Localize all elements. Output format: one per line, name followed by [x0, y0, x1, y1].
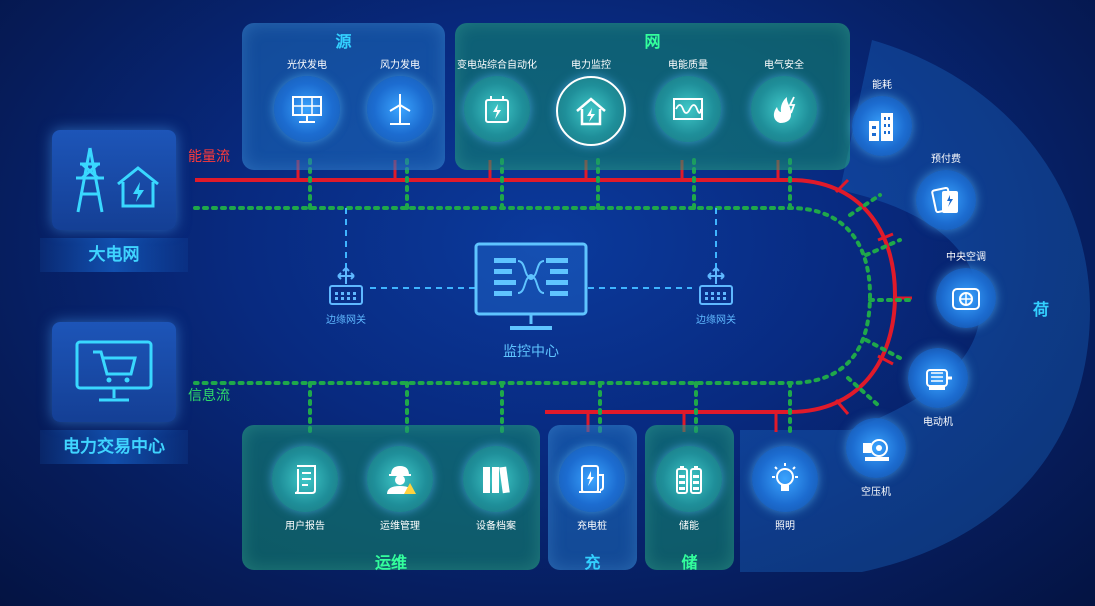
engineer-icon — [387, 466, 416, 494]
monitor-center[interactable]: 监控中心 — [470, 240, 592, 361]
battery-icon — [676, 466, 702, 494]
motor-label: 电动机 — [923, 417, 953, 428]
equipment-archive-label: 设备档案 — [476, 521, 516, 532]
load-item-lighting[interactable]: 照明 — [745, 446, 825, 532]
shopping-cart-monitor-icon — [75, 340, 153, 402]
source-item-solar[interactable]: 光伏发电 — [267, 56, 347, 142]
ops-item-equipment-archive[interactable]: 设备档案 — [456, 446, 536, 532]
power-tower-house-icon — [76, 147, 159, 213]
energy-label: 能耗 — [872, 80, 892, 91]
grid-item-substation[interactable]: 变电站综合自动化 — [457, 56, 537, 142]
waveform-icon — [673, 98, 703, 120]
source-item-wind[interactable]: 风力发电 — [360, 56, 440, 142]
load-item-energy[interactable]: 能耗 — [842, 76, 922, 156]
ops-item-user-report[interactable]: 用户报告 — [265, 446, 345, 532]
solar-label: 光伏发电 — [287, 60, 327, 71]
charging-pile-icon — [579, 465, 604, 493]
central-ac-label: 中央空调 — [946, 252, 986, 263]
gateway-router-icon — [329, 267, 363, 305]
ops-item-maintenance[interactable]: 运维管理 — [360, 446, 440, 532]
load-item-prepaid[interactable]: 预付费 — [906, 150, 986, 230]
electrical-safety-label: 电气安全 — [764, 60, 804, 71]
maintenance-label: 运维管理 — [380, 521, 420, 532]
storage-title: 储 — [681, 555, 698, 572]
gateway-left-label: 边缘网关 — [326, 315, 366, 326]
big-grid-label: 大电网 — [40, 238, 188, 272]
grid-title: 网 — [644, 34, 661, 51]
motor-icon — [926, 369, 952, 390]
lighting-label: 照明 — [775, 521, 795, 532]
big-grid-node[interactable]: 大电网 — [40, 130, 188, 272]
gateway-right-label: 边缘网关 — [696, 315, 736, 326]
trade-center-label: 电力交易中心 — [40, 430, 188, 464]
monitor-center-label: 监控中心 — [503, 343, 559, 359]
gateway-router-icon — [699, 267, 733, 305]
trade-center-node[interactable]: 电力交易中心 — [40, 322, 188, 464]
battery-label: 储能 — [679, 521, 699, 532]
charge-title: 充 — [584, 555, 601, 572]
storage-item-battery[interactable]: 储能 — [649, 446, 729, 532]
fire-hazard-icon — [773, 96, 796, 123]
load-item-air-compressor[interactable]: 空压机 — [836, 418, 916, 498]
monitor-screen-icon — [474, 242, 588, 330]
user-report-label: 用户报告 — [285, 521, 325, 532]
solar-panel-icon — [292, 96, 322, 123]
payment-card-icon — [931, 186, 958, 214]
info-flow-label: 信息流 — [188, 387, 230, 403]
grid-item-power-monitor[interactable]: 电力监控 — [551, 56, 631, 146]
power-quality-label: 电能质量 — [668, 60, 708, 71]
report-scroll-icon — [294, 465, 316, 494]
load-arc-panel — [740, 40, 1090, 572]
charging-pile-label: 充电桩 — [577, 521, 607, 532]
power-monitor-house-icon — [576, 97, 606, 126]
wind-label: 风力发电 — [380, 60, 420, 71]
charge-item-charging-pile[interactable]: 充电桩 — [552, 446, 632, 532]
ops-title: 运维 — [374, 555, 407, 572]
edge-gateway-right[interactable]: 边缘网关 — [681, 266, 751, 326]
light-bulb-icon — [772, 463, 798, 491]
energy-flow-label: 能量流 — [188, 148, 230, 164]
edge-gateway-left[interactable]: 边缘网关 — [311, 266, 381, 326]
air-compressor-icon — [863, 439, 889, 461]
prepaid-label: 预付费 — [931, 154, 961, 165]
air-compressor-label: 空压机 — [861, 487, 891, 498]
grid-item-electrical-safety[interactable]: 电气安全 — [744, 56, 824, 142]
air-conditioner-icon — [952, 288, 980, 310]
wind-turbine-icon — [389, 94, 411, 125]
substation-icon — [485, 96, 509, 123]
power-monitor-label: 电力监控 — [571, 60, 611, 71]
load-title: 荷 — [1032, 302, 1049, 319]
buildings-icon — [869, 113, 893, 141]
load-item-motor[interactable]: 电动机 — [898, 348, 978, 428]
grid-item-power-quality[interactable]: 电能质量 — [648, 56, 728, 142]
substation-label: 变电站综合自动化 — [457, 60, 537, 71]
archive-binders-icon — [483, 466, 510, 494]
source-title: 源 — [335, 34, 352, 51]
load-item-central-ac[interactable]: 中央空调 — [926, 248, 1006, 328]
